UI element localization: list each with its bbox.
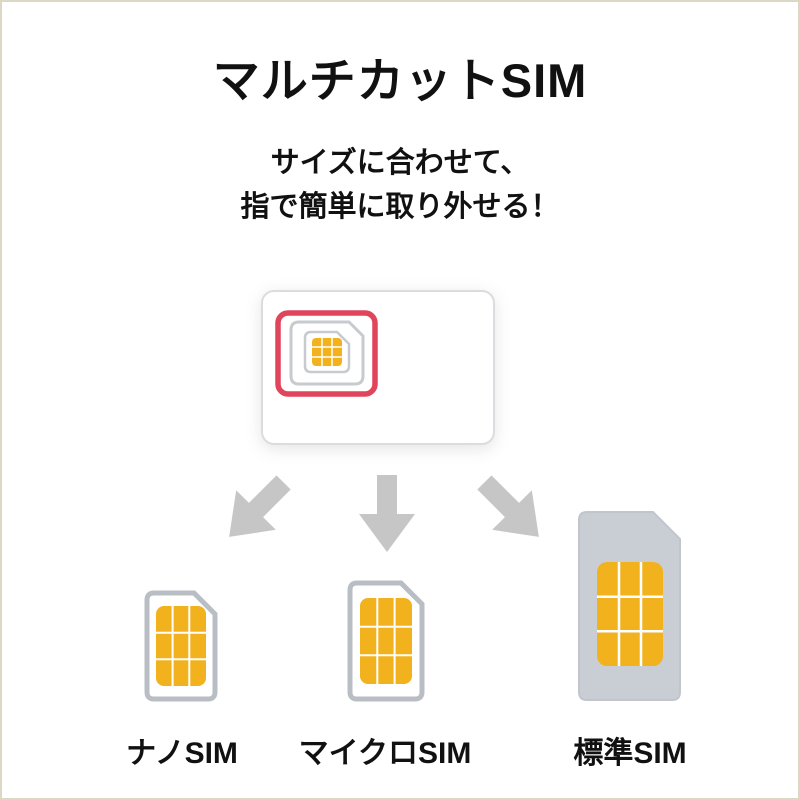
arrow-down-left-icon xyxy=(205,459,307,561)
nano-sim-label: ナノSIM xyxy=(126,737,238,770)
multicut-sim-card-graphic xyxy=(261,290,495,445)
page-title: マルチカットSIM xyxy=(212,54,588,107)
multicut-sim-card-icon xyxy=(261,290,495,445)
micro-sim-icon xyxy=(347,580,425,702)
chip-icon xyxy=(312,338,342,366)
micro-sim-label: マイクロSIM xyxy=(298,737,472,770)
cut-area-highlight xyxy=(275,310,378,397)
subtitle-line-2: 指で簡単に取り外せる！ xyxy=(240,190,560,223)
nano-sim-icon xyxy=(144,590,218,702)
standard-sim-icon xyxy=(577,510,682,702)
subtitle-line-1: サイズに合わせて、 xyxy=(270,147,530,179)
subtitle: サイズに合わせて、 指で簡単に取り外せる！ xyxy=(2,142,798,229)
arrow-down-icon xyxy=(355,474,419,554)
standard-sim-label: 標準SIM xyxy=(573,737,687,770)
arrow-down-right-icon xyxy=(461,459,563,561)
nano-cut-outline xyxy=(303,330,351,374)
